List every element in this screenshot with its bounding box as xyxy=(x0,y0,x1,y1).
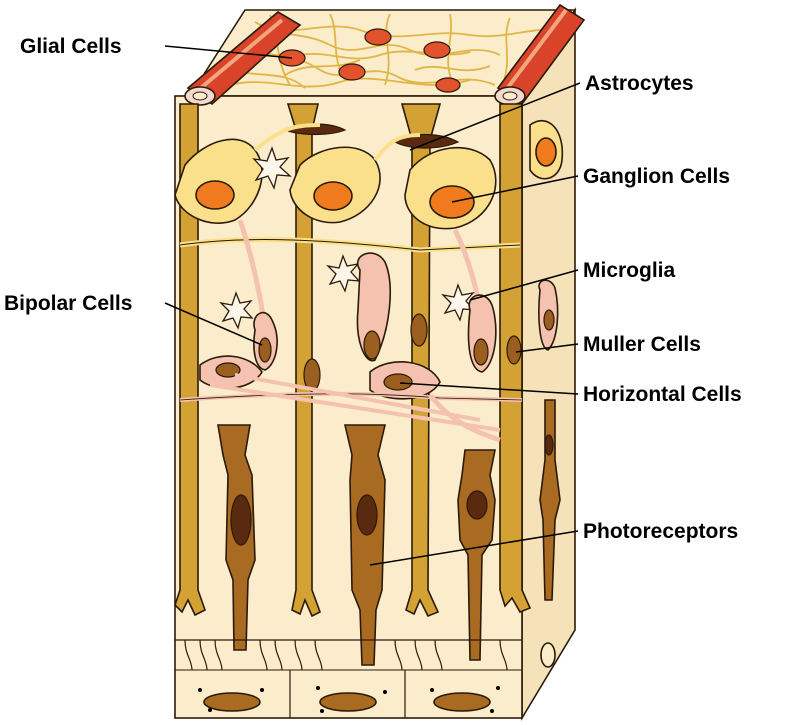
blood-vessels xyxy=(184,3,586,106)
horizontal-cells xyxy=(179,355,523,443)
leader-lines xyxy=(164,45,581,566)
bipolar-nuclei xyxy=(258,309,555,366)
label-photoreceptors: Photoreceptors xyxy=(583,520,738,543)
labels: Glial Cells Astrocytes Ganglion Cells Mi… xyxy=(4,35,742,543)
muller-nuclei xyxy=(303,313,522,392)
ganglion-cells xyxy=(174,119,564,341)
label-astrocytes: Astrocytes xyxy=(585,72,694,95)
rpe-layer xyxy=(175,639,556,718)
photoreceptor-nuclei xyxy=(230,434,554,546)
label-muller-cells: Muller Cells xyxy=(583,333,701,356)
label-ganglion-cells: Ganglion Cells xyxy=(583,165,730,188)
label-glial-cells: Glial Cells xyxy=(20,35,122,58)
label-microglia: Microglia xyxy=(583,259,676,282)
label-bipolar-cells: Bipolar Cells xyxy=(4,292,132,315)
label-horizontal-cells: Horizontal Cells xyxy=(583,383,742,406)
side-face xyxy=(521,7,576,721)
bipolar-cells xyxy=(253,252,559,373)
